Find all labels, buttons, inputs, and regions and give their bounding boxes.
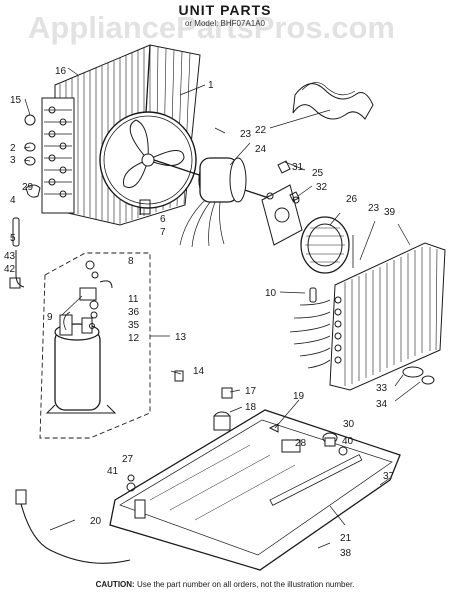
overload-and-relay-parts[interactable]	[79, 260, 184, 382]
condenser-coil[interactable]	[289, 242, 446, 391]
callout-12: 12	[128, 333, 140, 344]
caution-note: CAUTION: Use the part number on all orde…	[0, 580, 450, 589]
compressor[interactable]	[45, 311, 117, 414]
callout-41: 41	[107, 466, 119, 477]
callout-14: 14	[193, 366, 205, 377]
power-cord[interactable]	[19, 499, 131, 564]
base-pan[interactable]	[109, 409, 401, 571]
callout-21: 21	[340, 533, 352, 544]
callout-23a: 23	[240, 129, 252, 140]
callout-17: 17	[245, 386, 257, 397]
callout-19: 19	[293, 391, 305, 402]
diagram-title: UNIT PARTS	[178, 2, 272, 18]
callout-11: 11	[128, 294, 139, 305]
small-hardware[interactable]	[126, 287, 435, 492]
power-cord-plug[interactable]	[15, 489, 27, 505]
callout-31: 31	[292, 162, 304, 173]
callout-28: 28	[295, 438, 307, 449]
condenser-fan-wheel[interactable]	[300, 216, 354, 274]
callout-27: 27	[122, 454, 134, 465]
callout-3: 3	[10, 155, 16, 166]
callout-30: 30	[343, 419, 355, 430]
callout-35: 35	[128, 320, 140, 331]
thermostat-bulb-assembly[interactable]	[9, 114, 41, 289]
callout-38: 38	[340, 548, 352, 559]
callout-1: 1	[208, 80, 214, 91]
callout-25: 25	[312, 168, 324, 179]
callout-15: 15	[10, 95, 22, 106]
caution-text: Use the part number on all orders, not t…	[136, 580, 355, 589]
callout-39: 39	[384, 207, 396, 218]
callout-26: 26	[346, 194, 358, 205]
callout-9: 9	[47, 312, 53, 323]
callout-13: 13	[175, 332, 187, 343]
callout-6: 6	[160, 214, 166, 225]
callout-22: 22	[255, 125, 267, 136]
callout-20: 20	[90, 516, 102, 527]
callout-43: 43	[4, 251, 16, 262]
leader-lines	[23, 67, 421, 549]
watermark-logo: AppliancePartsPros.com	[28, 10, 395, 45]
compressor-assembly-outline	[39, 252, 151, 439]
callout-10: 10	[265, 288, 277, 299]
callout-8: 8	[128, 256, 134, 267]
callout-4: 4	[10, 195, 16, 206]
evaporator-tube-bank[interactable]	[41, 97, 75, 214]
callout-5: 5	[10, 233, 16, 244]
motor-mount-bracket[interactable]	[261, 160, 303, 246]
callout-33: 33	[376, 383, 388, 394]
condenser-tube-coil[interactable]	[292, 82, 374, 120]
callout-40: 40	[342, 436, 354, 447]
callout-18: 18	[245, 402, 257, 413]
compressor-isolators[interactable]	[213, 387, 233, 431]
model-subtitle: or Model: BHF07A1A0	[184, 19, 266, 28]
callout-2: 2	[10, 143, 16, 154]
callout-7: 7	[160, 227, 166, 238]
callout-24: 24	[255, 144, 267, 155]
callout-labels: 1 2 3 4 5 6 7 8 9 10 11 12 13 14 15 16 1…	[4, 66, 396, 559]
callout-36: 36	[128, 307, 140, 318]
callout-23b: 23	[368, 203, 380, 214]
callout-16: 16	[55, 66, 67, 77]
callout-42: 42	[4, 264, 16, 275]
callout-29: 29	[22, 182, 34, 193]
callout-37: 37	[383, 471, 395, 482]
callout-32: 32	[316, 182, 328, 193]
callout-34: 34	[376, 399, 388, 410]
caution-label: CAUTION:	[95, 580, 135, 589]
